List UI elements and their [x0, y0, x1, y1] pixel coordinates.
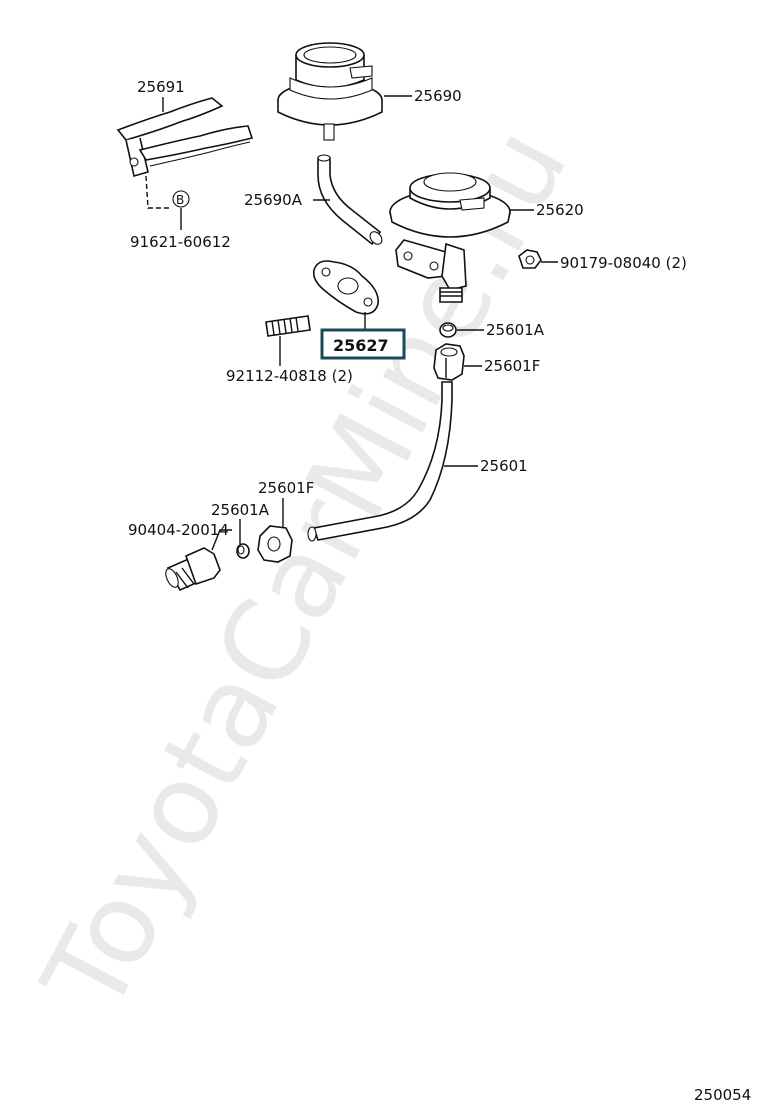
diagram-id: 250054: [694, 1086, 751, 1104]
part-90179-nut[interactable]: [518, 249, 542, 269]
part-25691-bracket[interactable]: [116, 97, 254, 178]
part-25690A-hose[interactable]: [317, 154, 384, 247]
part-25620-egr-valve[interactable]: [389, 172, 511, 303]
label-25601A-top: 25601A: [486, 321, 545, 339]
label-25691: 25691: [137, 78, 185, 96]
part-25601A-ferrule-bottom[interactable]: [236, 543, 250, 559]
part-25690-modulator[interactable]: [277, 42, 383, 141]
svg-text:B: B: [176, 193, 184, 207]
label-25601: 25601: [480, 457, 528, 475]
leader-90404: [211, 529, 232, 551]
label-90179: 90179-08040 (2): [560, 254, 687, 272]
label-25627[interactable]: 25627: [333, 336, 389, 355]
label-91621: 91621-60612: [130, 233, 231, 251]
part-25627-gasket[interactable]: [312, 260, 379, 315]
label-90404: 90404-20014: [128, 521, 229, 539]
label-25690A: 25690A: [244, 191, 303, 209]
label-25620: 25620: [536, 201, 584, 219]
dashed-leader-bolt: [145, 175, 170, 209]
label-25690: 25690: [414, 87, 462, 105]
label-25601F-top: 25601F: [484, 357, 540, 375]
highlight-box-25627: [320, 328, 406, 360]
label-92112: 92112-40818 (2): [226, 367, 353, 385]
label-25601A-bottom: 25601A: [211, 501, 270, 519]
watermark: ToyotaCarMine.ru: [19, 108, 594, 1034]
label-25601F-bottom: 25601F: [258, 479, 314, 497]
bolt-marker-b: B: [172, 190, 190, 208]
part-25601F-nut-top[interactable]: [433, 343, 465, 381]
part-90404-union[interactable]: [163, 547, 221, 592]
part-25601-pipe[interactable]: [307, 381, 453, 542]
part-25601F-nut-bottom[interactable]: [257, 525, 293, 563]
part-25601A-ferrule-top[interactable]: [439, 322, 457, 338]
part-92112-stud[interactable]: [265, 315, 311, 337]
